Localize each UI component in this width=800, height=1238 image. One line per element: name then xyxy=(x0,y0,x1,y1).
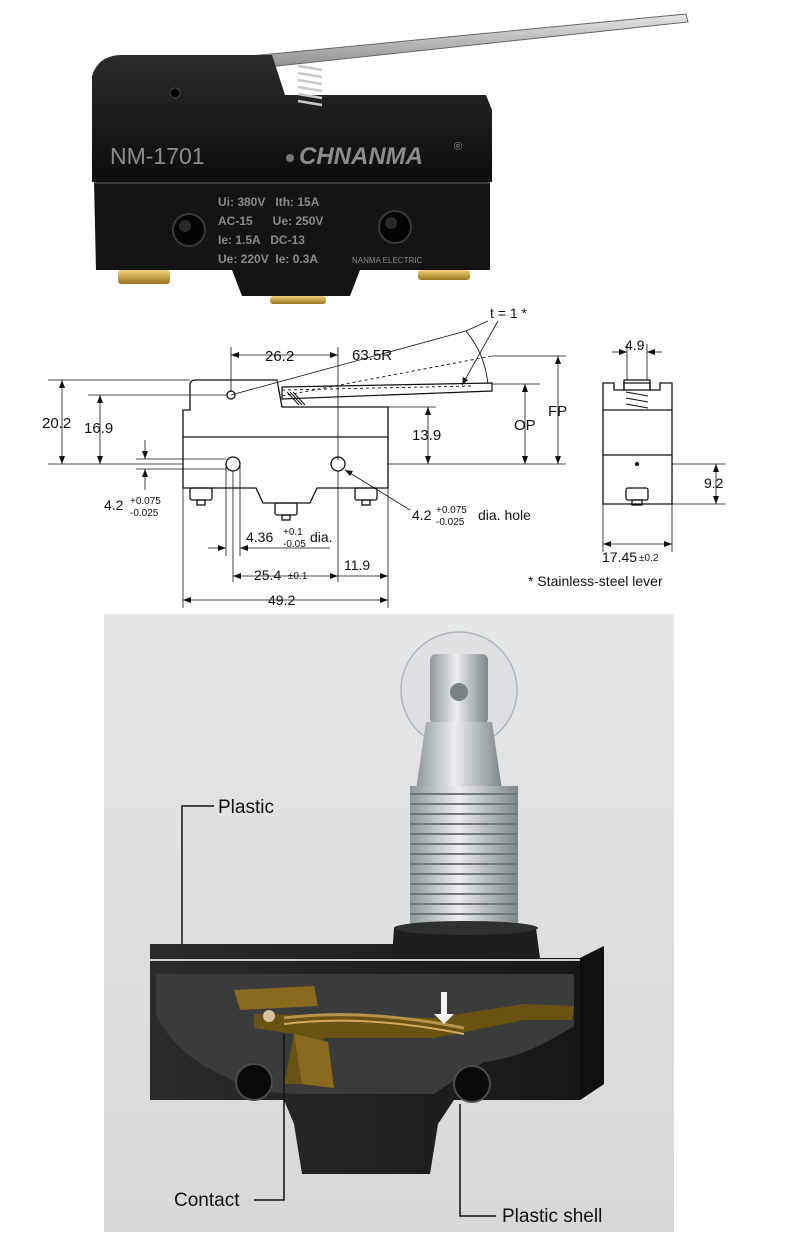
dim-20-2: 20.2 xyxy=(42,415,71,432)
side-view xyxy=(602,379,673,506)
hex-nut xyxy=(392,928,540,958)
label-plastic-shell: Plastic shell xyxy=(502,1206,602,1227)
dim-16-9: 16.9 xyxy=(84,420,113,437)
switch-body-upper xyxy=(92,55,492,182)
maker-mark: NANMA ELECTRIC xyxy=(352,256,422,265)
brand-logo: CHNANMA xyxy=(299,143,423,170)
rating-line-4: Ue: 220V Ie: 0.3A xyxy=(218,252,318,266)
steel-lever xyxy=(229,13,689,71)
radius-arc xyxy=(465,330,489,385)
dim-11-9: 11.9 xyxy=(344,557,370,573)
front-view xyxy=(182,355,493,521)
callout-lines xyxy=(181,805,496,1217)
side-dim-9-2: 9.2 xyxy=(704,475,724,491)
contact-mechanism xyxy=(234,986,574,1088)
footnote: * Stainless-steel lever xyxy=(528,573,663,589)
rating-line-3: Ie: 1.5A DC-13 xyxy=(218,233,305,247)
plunger-shaft xyxy=(416,722,502,790)
dimension-lines xyxy=(48,320,566,608)
left-hole-tol-minus: -0.025 xyxy=(130,508,159,519)
pivot-hole xyxy=(169,87,181,99)
right-hole-suffix: dia. hole xyxy=(478,507,531,523)
radius-label: 63.5R xyxy=(352,347,392,364)
fp-label: FP xyxy=(548,403,567,420)
model-number: NM-1701 xyxy=(110,143,205,169)
right-hole-tol-plus: +0.075 xyxy=(436,505,467,516)
side-dim-4-9: 4.9 xyxy=(625,337,645,353)
dim-49-2: 49.2 xyxy=(268,592,295,608)
right-hole-tol-minus: -0.025 xyxy=(436,517,465,528)
pin-dia-suffix: dia. xyxy=(310,529,333,545)
arrowheads xyxy=(59,352,561,603)
label-contact: Contact xyxy=(174,1190,240,1211)
spring xyxy=(297,64,323,107)
cutaway-illustration: Plastic Contact Plastic shell xyxy=(104,614,674,1232)
case-hole-right xyxy=(453,1065,491,1103)
right-hole-dim: 4.2 xyxy=(412,507,432,523)
rating-line-1: Ui: 380V Ith: 15A xyxy=(218,195,320,209)
left-hole-dim: 4.2 xyxy=(104,497,124,513)
side-dim-17-45: 17.45 xyxy=(602,549,637,565)
side-dimension-lines xyxy=(602,344,726,552)
threaded-bushing xyxy=(410,786,518,928)
terminal-screws xyxy=(118,270,470,304)
rating-line-2: AC-15 Ue: 250V xyxy=(218,214,323,228)
registered-mark: ® xyxy=(454,141,462,153)
left-hole-tol-plus: +0.075 xyxy=(130,496,161,507)
side-dim-17-45-tol: ±0.2 xyxy=(639,553,659,564)
dim-25-4-tol: ±0.1 xyxy=(288,571,308,582)
label-plastic: Plastic xyxy=(218,797,274,818)
case-hole-left xyxy=(235,1063,273,1101)
pin-dia-tol-plus: +0.1 xyxy=(283,527,303,538)
dimension-drawing: t = 1 * 63.5R 26.2 20.2 16.9 13.9 OP FP … xyxy=(42,305,726,608)
thickness-note: t = 1 * xyxy=(490,305,528,321)
pin-dia-value: 4.36 xyxy=(246,529,273,545)
product-photo: NM-1701 CHNANMA ® Ui: 380V Ith: 15A AC-1… xyxy=(92,13,689,304)
dim-25-4: 25.4 xyxy=(254,567,281,583)
op-label: OP xyxy=(514,417,536,434)
side-arrowheads xyxy=(603,349,719,547)
dim-13-9: 13.9 xyxy=(412,427,441,444)
pin-dia-tol-minus: -0.05 xyxy=(283,539,306,550)
dim-26-2: 26.2 xyxy=(265,348,294,365)
